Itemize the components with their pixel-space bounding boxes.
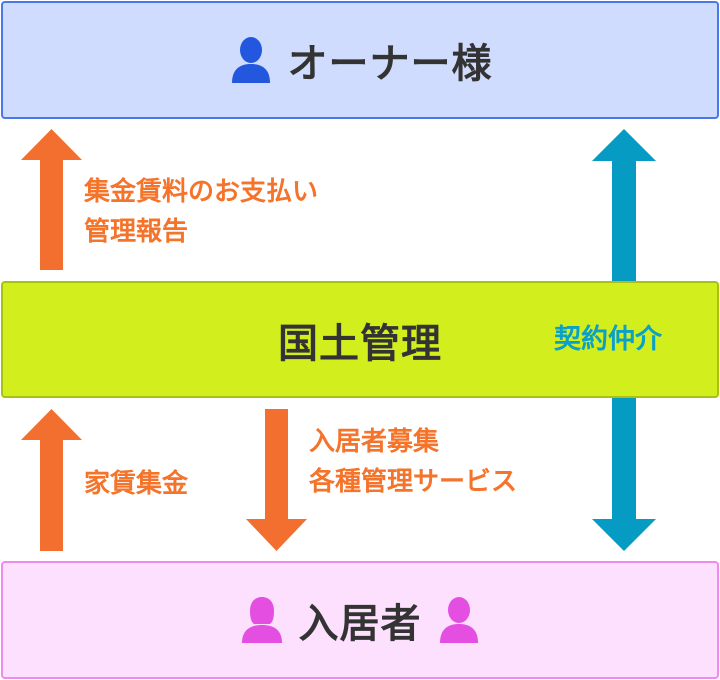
tenant-person-icon-2 bbox=[439, 597, 478, 643]
company-services-label: 入居者募集 各種管理サービス bbox=[309, 422, 517, 502]
mediation-label: 契約仲介 bbox=[554, 324, 662, 355]
company-services-line-1: 入居者募集 bbox=[309, 427, 440, 457]
owner-services-line-2: 管理報告 bbox=[84, 217, 189, 247]
arrow-up-tenant-to-company bbox=[21, 409, 82, 551]
owner-person-icon bbox=[231, 37, 270, 83]
arrow-mediation-down bbox=[592, 370, 656, 551]
tenant-person-icon bbox=[241, 597, 282, 643]
owner-services-label: 集金賃料のお支払い 管理報告 bbox=[84, 172, 318, 252]
arrow-down-company-to-tenant bbox=[246, 409, 307, 551]
arrow-up-company-to-owner bbox=[21, 129, 82, 270]
owner-services-line-1: 集金賃料のお支払い bbox=[84, 177, 319, 207]
owner-box: オーナー様 bbox=[1, 1, 719, 119]
arrow-mediation-up bbox=[592, 129, 656, 310]
company-services-line-2: 各種管理サービス bbox=[309, 467, 518, 497]
tenant-label: 入居者 bbox=[298, 601, 422, 647]
tenant-payment-text: 家賃集金 bbox=[84, 469, 189, 499]
company-label: 国土管理 bbox=[278, 320, 442, 367]
tenant-box: 入居者 bbox=[1, 561, 719, 679]
company-box: 国土管理 bbox=[1, 281, 719, 398]
tenant-payment-label: 家賃集金 bbox=[84, 464, 188, 504]
owner-label: オーナー様 bbox=[287, 41, 493, 87]
